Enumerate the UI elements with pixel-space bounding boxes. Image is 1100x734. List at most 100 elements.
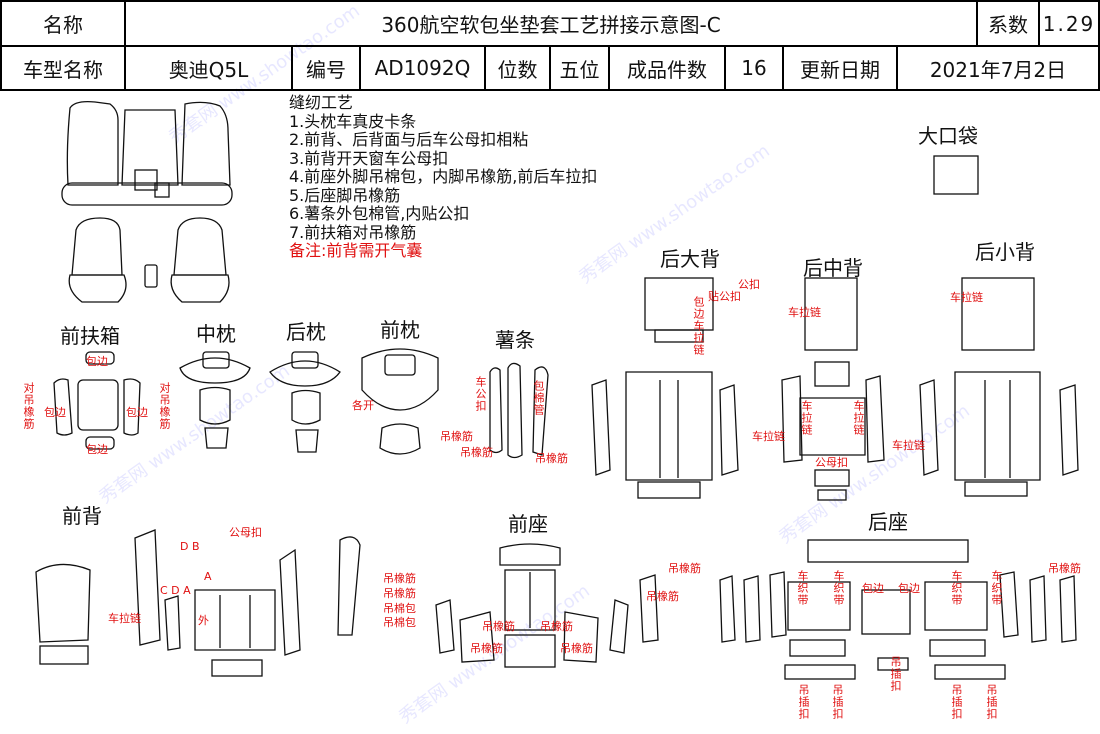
annotation-bao-bian: 包边 [86,443,108,456]
fries-pieces [489,362,549,459]
annotation-che-gong-kou: 车公扣 [474,376,487,412]
annotation-diao-mian-bao: 吊棉包 [383,602,416,615]
date-value: 2021年7月2日 [929,57,1067,82]
grid-line [124,0,126,90]
notes-item: 3.前背开天窗车公母扣 [289,148,449,168]
annotation-che-zhi-dai: 车织带 [990,570,1003,606]
annotation-diao-xiang-jin: 吊橡筋 [482,620,515,633]
annotation-bao-bian: 包边 [898,582,920,595]
annotation-che-la-lian: 车拉链 [800,400,813,436]
annotation-gong-mu-kou: 公母扣 [815,456,848,469]
annotation-letters: D B [180,540,200,553]
front-seat-overview [68,217,230,303]
grid-line [976,0,978,46]
grid-line [0,89,1100,91]
front-pillow-pieces [361,348,439,455]
annotation-letters: C D A [160,584,191,597]
grid-line [484,46,486,90]
annotation-diao-xiang-jin: 吊橡筋 [646,590,679,603]
grid-line [896,46,898,90]
annotation-dui-diao: 对吊橡筋 [22,382,35,430]
annotation-diao-cha-kou: 吊插扣 [797,684,810,720]
rear-mid-back-pieces [781,277,885,501]
coef-value: 1.29 [1042,11,1096,36]
front-pillow-title: 前枕 [380,318,420,342]
page-title: 360航空软包坐垫套工艺拼接示意图-C [381,13,721,37]
annotation-che-la-lian: 车拉链 [752,430,785,443]
annotation-che-la-lian: 车拉链 [108,612,141,625]
mid-pillow-pieces [179,351,251,449]
annotation-bao-bian-che-la-lian: 包边车拉链 [692,296,705,356]
front-back-pieces [35,529,361,677]
annotation-diao-xiang-jin: 吊橡筋 [460,446,493,459]
annotation-gong-mu-kou: 公母扣 [229,526,262,539]
grid-line [0,0,1100,2]
seats-value: 五位 [559,57,600,82]
mid-pillow-title: 中枕 [196,322,236,346]
sewing-notes: 缝纫工艺 1.头枕车真皮卡条 2.前背、后背面与后车公母扣相粘 3.前背开天窗车… [289,93,598,261]
rear-pillow-title: 后枕 [286,320,326,344]
annotation-bao-bian: 包边 [862,582,884,595]
notes-item: 7.前扶箱对吊橡筋 [289,222,417,242]
grid-line [724,46,726,90]
big-pocket-piece [933,155,979,195]
annotation-che-zhi-dai: 车织带 [796,570,809,606]
annotation-che-zhi-dai: 车织带 [950,570,963,606]
notes-item: 5.后座脚吊橡筋 [289,185,401,205]
grid-line [1038,0,1040,46]
front-back-title: 前背 [62,504,102,528]
front-armrest-title: 前扶箱 [60,324,120,348]
annotation-bao-bian: 包边 [86,355,108,368]
pieces-label: 成品件数 [627,57,707,82]
grid-line [1098,0,1100,90]
annotation-diao-xiang-jin: 吊橡筋 [535,452,568,465]
annotation-bao-bian: 包边 [126,406,148,419]
annotation-gong-kou: 公扣 [738,278,760,291]
big-pocket-title: 大口袋 [918,124,978,148]
rear-mid-back-title: 后中背 [803,256,863,280]
annotation-bao-bian: 包边 [44,406,66,419]
grid-line [549,46,551,90]
annotation-diao-xiang-jin: 吊橡筋 [1048,562,1081,575]
grid-line [0,0,2,90]
annotation-ge-kai: 各开 [352,399,374,412]
annotation-diao-xiang-jin: 吊橡筋 [383,572,416,585]
coef-label: 系数 [988,13,1028,37]
front-seat-pieces [435,543,659,668]
grid-line [359,46,361,90]
model-label: 车型名称 [23,57,103,82]
annotation-che-la-lian: 车拉链 [788,306,821,319]
grid-line [291,46,293,90]
rear-big-back-pieces [591,277,739,499]
rear-big-back-title: 后大背 [660,247,720,271]
annotation-diao-cha-kou: 吊插扣 [831,684,844,720]
notes-item: 2.前背、后背面与后车公母扣相粘 [289,130,529,149]
annotation-diao-cha-kou: 吊插扣 [950,684,963,720]
annotation-diao-mian-bao: 吊棉包 [383,616,416,629]
date-label: 更新日期 [800,57,880,82]
code-label: 编号 [306,57,346,82]
annotation-dui-diao: 对吊橡筋 [158,382,171,430]
annotation-diao-xiang-jin: 吊橡筋 [560,642,593,655]
annotation-diao-cha-kou: 吊插扣 [889,656,902,692]
annotation-che-zhi-dai: 车织带 [832,570,845,606]
pieces-value: 16 [741,56,767,80]
rear-small-back-pieces [919,277,1079,497]
notes-item: 4.前座外脚吊棉包，内脚吊橡筋,前后车拉扣 [289,167,598,186]
rear-seat-pieces [719,539,1077,680]
annotation-diao-xiang-jin: 吊橡筋 [383,587,416,600]
front-seat-title: 前座 [508,512,548,536]
annotation-che-la-lian: 车拉链 [892,439,925,452]
front-armrest-pieces [53,351,141,450]
annotation-che-la-lian: 车拉链 [852,400,865,436]
annotation-diao-xiang-jin: 吊橡筋 [668,562,701,575]
seats-label: 位数 [497,57,538,82]
rear-seat-overview [61,100,233,206]
grid-line [608,46,610,90]
annotation-diao-xiang-jin: 吊橡筋 [540,620,573,633]
rear-small-back-title: 后小背 [975,240,1035,264]
annotation-bao-mian-guan: 包棉管 [532,380,545,416]
annotation-wai: 外 [198,614,209,627]
annotation-diao-xiang-jin: 吊橡筋 [470,642,503,655]
